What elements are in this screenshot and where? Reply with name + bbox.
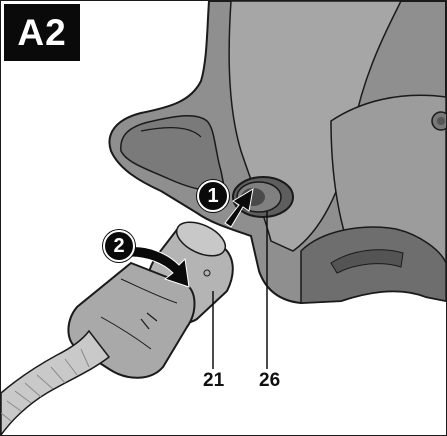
step-1-marker: 1 [197, 180, 229, 212]
rotate-arrow [128, 246, 190, 288]
extraction-hose [1, 329, 111, 435]
figure-label: A2 [4, 4, 80, 61]
part-number-26: 26 [257, 370, 283, 392]
step-2-marker: 2 [103, 230, 135, 262]
part-number-21: 21 [201, 370, 227, 392]
push-arrow [224, 188, 254, 228]
